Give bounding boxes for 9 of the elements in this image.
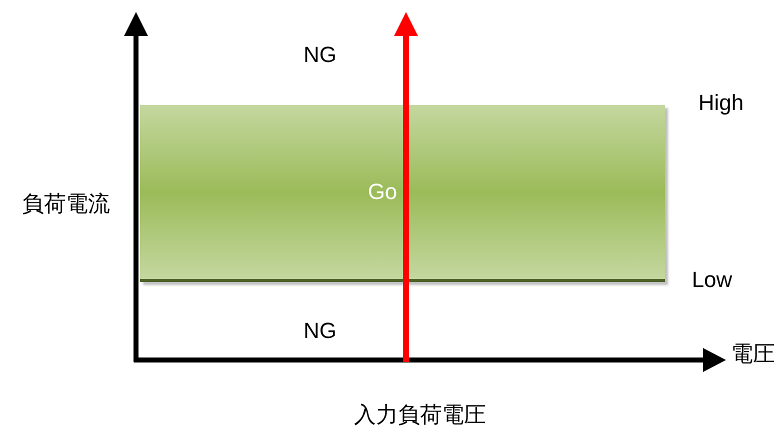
axis-label: NG	[304, 42, 336, 68]
band-label: Go	[368, 179, 398, 205]
axis-label: 負荷電流	[22, 191, 110, 219]
axis-label: NG	[304, 318, 336, 344]
caption: 入力負荷電圧	[354, 402, 486, 430]
axis-label: 電圧	[731, 341, 775, 369]
axis-label: Low	[692, 267, 732, 293]
pass-band	[140, 105, 665, 282]
axis-label: High	[698, 90, 744, 116]
